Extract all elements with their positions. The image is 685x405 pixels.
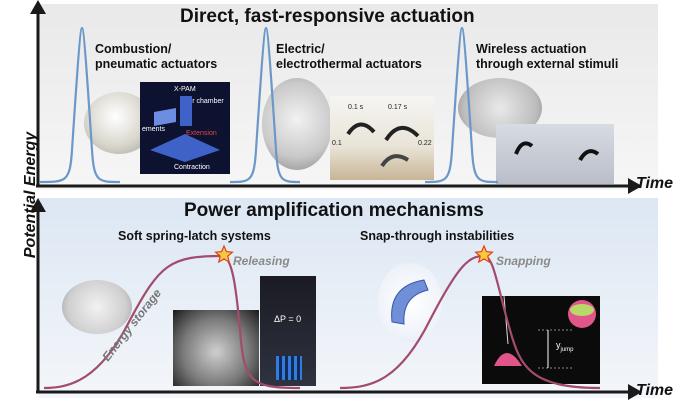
elements-label: ements <box>142 126 165 133</box>
latch-device-photo <box>173 310 259 386</box>
y-jump-label: yjump <box>556 340 574 353</box>
electrothermal-curls <box>346 122 420 168</box>
snapping-cap-shapes <box>494 296 596 369</box>
pressure-jumper-photo: ΔP = 0 <box>260 276 316 386</box>
y-jump-subscript: jump <box>560 346 574 353</box>
scale-label-1: 0.1 <box>332 140 342 147</box>
wireless-actuation-label: Wireless actuation through external stim… <box>476 42 619 71</box>
y-jump-letter: y <box>556 340 561 350</box>
time-label-1: 0.1 s <box>348 104 364 111</box>
electrothermal-sequence-photo: 0.1 s 0.17 s 0.1 0.22 <box>330 96 434 180</box>
bottom-axes <box>36 210 630 394</box>
wireless-pulse-curve <box>424 26 499 184</box>
top-x-arrow-icon <box>628 178 642 194</box>
contraction-label: Contraction <box>174 164 210 171</box>
combustion-pneumatic-label: Combustion/ pneumatic actuators <box>95 42 218 71</box>
electric-electrothermal-label: Electric/ electrothermal actuators <box>276 42 422 71</box>
top-y-arrow-icon <box>30 0 46 14</box>
snap-shell-shape <box>391 279 429 325</box>
releasing-annotation: Releasing <box>233 254 290 268</box>
y-axis-label: Potential Energy <box>22 131 39 259</box>
x-pam-label: X-PAM <box>174 86 196 93</box>
snap-through-label: Snap-through instabilities <box>360 229 515 243</box>
electric-pulse-curve <box>229 26 301 184</box>
extension-label: Extension <box>186 130 217 137</box>
x-pam-diagram: X-PAM Air chamber ements Extension Contr… <box>140 82 230 174</box>
bottom-x-arrow-icon <box>628 384 642 400</box>
snapping-cap-photo: yjump <box>482 296 600 384</box>
scale-label-2: 0.22 <box>418 140 432 147</box>
spring-latch-robot-photo <box>62 280 132 334</box>
wireless-landing-photo <box>496 124 614 184</box>
x-pam-shapes <box>150 96 220 162</box>
combustion-pulse-curve <box>39 26 121 184</box>
bottom-x-axis-label: Time <box>636 382 674 399</box>
top-panel-title: Direct, fast-responsive actuation <box>180 6 475 27</box>
delta-p-label: ΔP = 0 <box>274 314 302 324</box>
spring-latch-energy-curve <box>43 254 301 390</box>
top-x-axis-label: Time <box>636 175 674 192</box>
snap-star-icon <box>474 244 494 264</box>
release-star-icon <box>214 244 234 264</box>
snapping-annotation: Snapping <box>496 254 551 268</box>
time-label-2: 0.17 s <box>388 104 408 111</box>
snap-through-shell-photo <box>378 262 442 342</box>
wireless-strips <box>514 141 600 162</box>
top-axes <box>36 12 630 188</box>
bottom-panel-title: Power amplification mechanisms <box>184 200 484 221</box>
bottom-y-arrow-icon <box>30 198 46 212</box>
spring-latch-label: Soft spring-latch systems <box>118 229 271 243</box>
snap-through-energy-curve <box>339 254 601 390</box>
air-chamber-label: Air chamber <box>186 98 224 105</box>
